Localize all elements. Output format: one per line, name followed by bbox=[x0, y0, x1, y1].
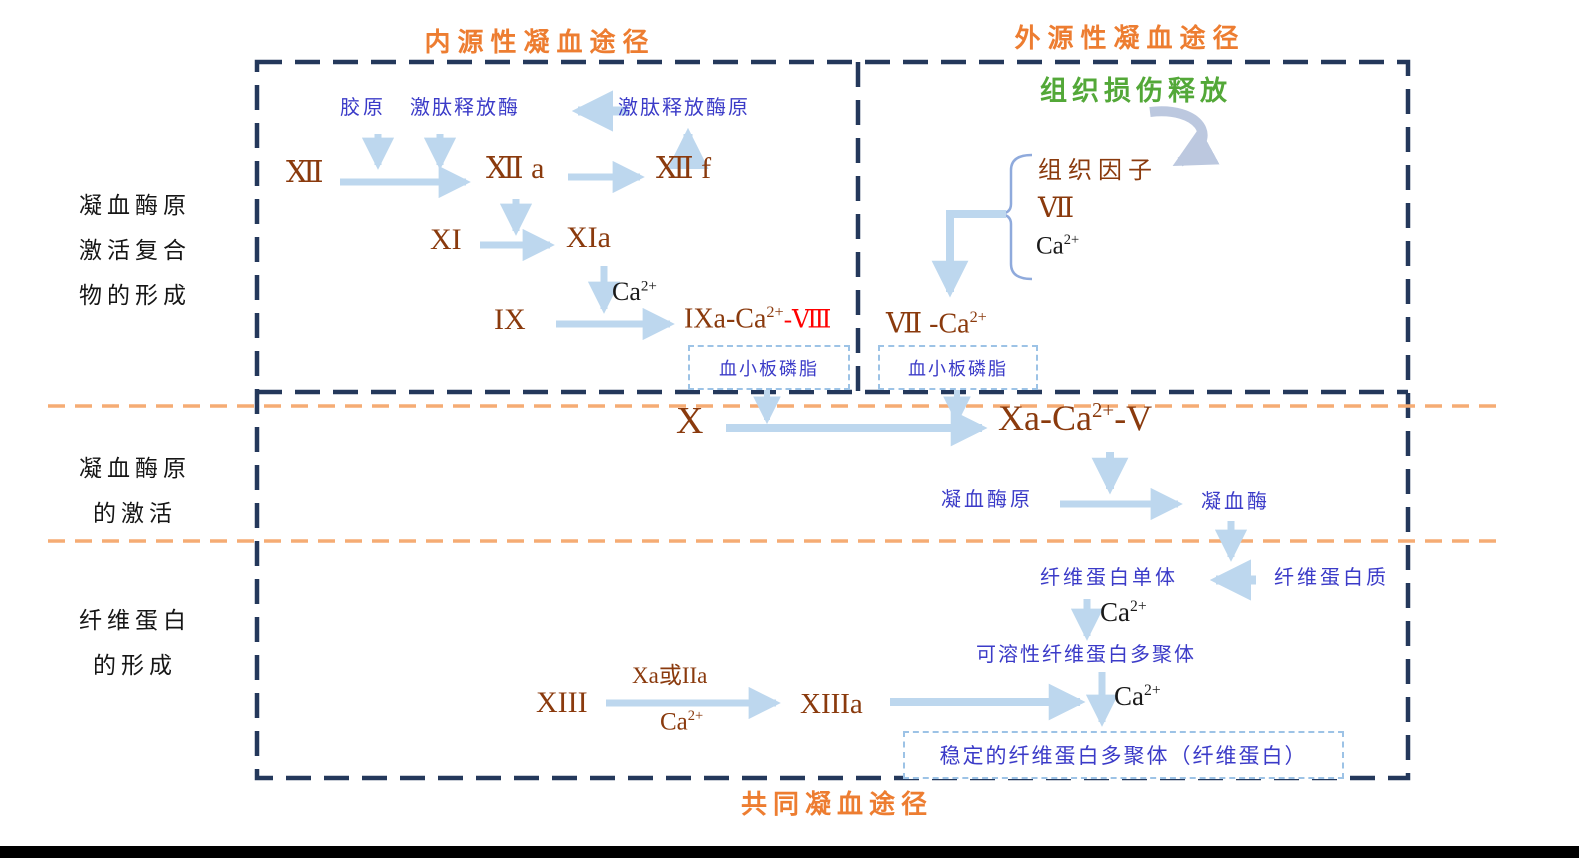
factor-X: X bbox=[676, 400, 704, 442]
factor-XII: Ⅻ bbox=[286, 156, 324, 189]
bottom-black-bar bbox=[0, 846, 1579, 858]
label-tissue-factor: 组织因子 bbox=[1038, 158, 1158, 184]
title-common-pathway: 共同凝血途径 bbox=[740, 790, 933, 819]
label-kallikrein: 激肽释放酶 bbox=[410, 97, 520, 119]
label-ca-bracket: Ca2+ bbox=[1036, 232, 1080, 260]
factor-VII: Ⅶ bbox=[1038, 193, 1075, 224]
label-collagen: 胶原 bbox=[340, 97, 386, 119]
factor-XIIa: Ⅻ a bbox=[486, 152, 545, 185]
factor-VIII-suffix: -Ⅷ bbox=[783, 306, 832, 334]
factor-IXa-main: IXa-Ca bbox=[684, 303, 767, 335]
stage-label-line: 激活复合 bbox=[79, 238, 191, 263]
factor-Xa-main: Xa-Ca bbox=[998, 398, 1092, 438]
platelet-phospholipid-box-intrinsic: 血小板磷脂 bbox=[688, 345, 850, 390]
label-ca-fibrin-2: Ca2+ bbox=[1114, 681, 1161, 711]
platelet-phospholipid-label: 血小板磷脂 bbox=[908, 358, 1008, 379]
outer-dashed-box bbox=[254, 59, 1411, 781]
stage-label-line: 凝血酶原 bbox=[79, 193, 191, 218]
factor-IXa-complex: IXa-Ca2+-Ⅷ bbox=[684, 303, 831, 336]
stable-fibrin-polymer-label: 稳定的纤维蛋白多聚体（纤维蛋白） bbox=[939, 744, 1308, 768]
label-fibrinogen: 纤维蛋白质 bbox=[1274, 567, 1389, 589]
label-tissue-damage-release: 组织损伤释放 bbox=[1040, 76, 1232, 106]
title-extrinsic-pathway: 外源性凝血途径 bbox=[1014, 24, 1246, 53]
stage-label-line: 的激活 bbox=[93, 501, 177, 526]
factor-VIIa-main: Ⅶ -Ca bbox=[886, 308, 970, 340]
factor-Xa-sup: 2+ bbox=[1091, 398, 1115, 422]
factor-XIII: XIII bbox=[536, 686, 588, 719]
stage-label-line: 凝血酶原 bbox=[79, 456, 191, 481]
stage-label-line: 物的形成 bbox=[79, 283, 191, 308]
platelet-phospholipid-label: 血小板磷脂 bbox=[719, 358, 819, 379]
factor-V-suffix: -V bbox=[1114, 398, 1153, 438]
label-ca-intrinsic: Ca2+ bbox=[612, 277, 657, 306]
label-soluble-fibrin-polymer: 可溶性纤维蛋白多聚体 bbox=[976, 644, 1196, 666]
stable-fibrin-polymer-box: 稳定的纤维蛋白多聚体（纤维蛋白） bbox=[903, 731, 1344, 779]
factor-XIIIa: XIIIa bbox=[800, 688, 863, 720]
arrow-complex-elbow-down bbox=[931, 210, 1006, 298]
label-fibrin-monomer: 纤维蛋白单体 bbox=[1040, 567, 1178, 589]
stage-label-fibrin-formation: 纤维蛋白 的形成 bbox=[50, 598, 220, 688]
label-thrombin: 凝血酶 bbox=[1201, 491, 1270, 513]
factor-IX: IX bbox=[494, 303, 526, 336]
label-ca-f13: Ca2+ bbox=[660, 708, 704, 736]
factor-XI: XI bbox=[430, 223, 462, 256]
factor-XIa: XIa bbox=[566, 221, 611, 254]
factor-XIIf: Ⅻ f bbox=[656, 152, 712, 185]
label-prekallikrein: 激肽释放酶原 bbox=[618, 97, 750, 119]
factor-VIIa-sup: 2+ bbox=[969, 308, 987, 326]
stage-label-line: 的形成 bbox=[93, 653, 177, 678]
factor-Xa-complex: Xa-Ca2+-V bbox=[998, 398, 1152, 439]
label-prothrombin: 凝血酶原 bbox=[941, 489, 1033, 511]
platelet-phospholipid-box-extrinsic: 血小板磷脂 bbox=[878, 345, 1038, 390]
stage-label-line: 纤维蛋白 bbox=[79, 608, 191, 633]
factor-VIIa-complex: Ⅶ -Ca2+ bbox=[886, 308, 987, 341]
label-f13-cofactor: Xa或IIa bbox=[632, 663, 708, 688]
title-intrinsic-pathway: 内源性凝血途径 bbox=[424, 28, 656, 57]
stage-label-prothrombinase-formation: 凝血酶原 激活复合 物的形成 bbox=[50, 183, 220, 318]
stage-label-prothrombin-activation: 凝血酶原 的激活 bbox=[50, 446, 220, 536]
factor-IXa-sup: 2+ bbox=[766, 303, 784, 321]
label-ca-fibrin-1: Ca2+ bbox=[1100, 597, 1147, 627]
arrow-tissue-release-swoosh bbox=[1149, 106, 1220, 167]
